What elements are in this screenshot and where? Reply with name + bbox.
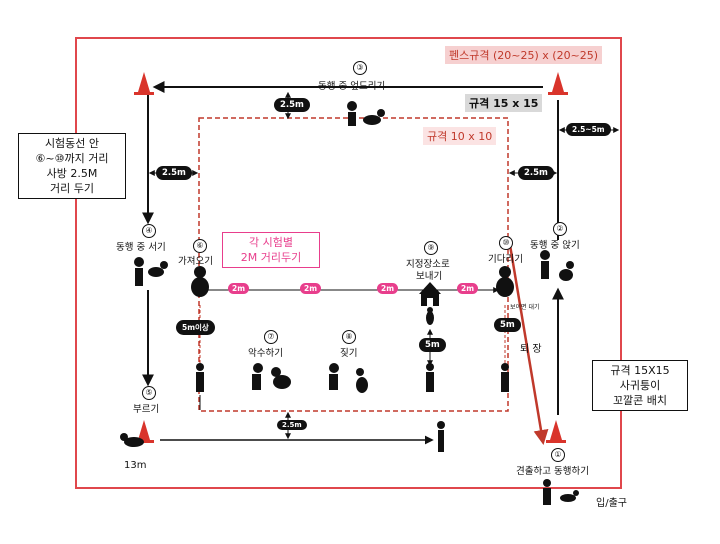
station-8-number: ⑧: [342, 330, 356, 344]
station-2-label: 동행 중 앉기: [530, 240, 580, 251]
handler-dog-icon: [543, 479, 579, 505]
station-3-number: ③: [353, 61, 367, 75]
handler-dog-icon: [329, 363, 368, 393]
distance-badge: 2.5m: [518, 166, 554, 180]
distance-badge: 5m이상: [176, 320, 215, 335]
callout-line: ⑥~⑩까지 거리: [35, 152, 109, 165]
spacing-2m-badge: 2m: [457, 283, 479, 294]
station-9-label: 지정장소로: [406, 259, 450, 270]
callout-line: 규격 15X15: [610, 364, 670, 377]
handler-icon: [196, 363, 204, 392]
station-7-number: ⑦: [264, 330, 278, 344]
station-4-label: 동행 중 서기: [116, 242, 166, 253]
station-7-label: 악수하기: [248, 348, 283, 359]
callout-line: 시험동선 안: [44, 137, 100, 150]
station-10-label: 기다리기: [488, 254, 523, 265]
callout-line: 사귀퉁이: [619, 379, 661, 392]
handler-dog-icon: [347, 101, 385, 126]
station-10-number: ⑩: [499, 236, 513, 250]
size-15-label: 규격 15 x 15: [465, 94, 543, 112]
distance-badge: 2.5~5m: [566, 123, 611, 136]
station-9-label-2: 보내기: [416, 271, 443, 282]
handler-icon: [426, 363, 434, 392]
distance-badge: 2.5m: [156, 166, 192, 180]
callout-line: 각 시험별: [249, 236, 293, 249]
callout-line: 2M 거리두기: [240, 251, 302, 264]
distance-badge: 2.5m: [277, 420, 307, 430]
callout-distance-note: 시험동선 안 ⑥~⑩까지 거리 사방 2.5M 거리 두기: [18, 133, 126, 199]
callout-2m-spacing: 각 시험별 2M 거리두기: [222, 232, 320, 268]
callout-line: 사방 2.5M: [46, 167, 98, 180]
wait-note: 보이면 대기: [510, 304, 540, 311]
dog-icon: [426, 307, 434, 325]
station-6-label: 가져오기: [178, 256, 213, 267]
dog-sitting-icon: [191, 266, 209, 297]
station-3-label: 동행 중 엎드리기: [318, 81, 386, 92]
dog-icon: [120, 433, 144, 447]
distance-badge: 5m: [419, 338, 446, 352]
station-8-label: 짖기: [340, 348, 358, 359]
dog-sitting-icon: [496, 266, 514, 297]
size-10-label: 규격 10 x 10: [423, 127, 497, 145]
distance-badge: 2.5m: [274, 98, 310, 112]
callout-line: 꼬깔콘 배치: [612, 394, 668, 407]
station-2-number: ②: [553, 222, 567, 236]
handler-dog-icon: [134, 257, 168, 286]
handler-icon: [501, 363, 509, 392]
exit-label: 퇴 장: [520, 344, 542, 355]
station-6-number: ⑥: [193, 239, 207, 253]
handler-icon: [437, 421, 445, 452]
cone-icon: [548, 72, 568, 95]
station-1-label: 견출하고 동행하기: [516, 466, 589, 477]
station-5-number: ⑤: [142, 386, 156, 400]
cone-icon: [134, 420, 154, 443]
cone-icon: [134, 72, 154, 95]
handler-dog-icon: [540, 250, 574, 281]
distance-badge: 5m: [494, 318, 521, 332]
cone-icon: [546, 420, 566, 443]
fence-boundary: [75, 37, 622, 489]
station-1-number: ①: [551, 448, 565, 462]
spacing-2m-badge: 2m: [300, 283, 322, 294]
distance-13m-label: 13m: [124, 460, 147, 471]
spacing-2m-badge: 2m: [377, 283, 399, 294]
callout-line: 거리 두기: [50, 182, 94, 195]
fence-size-label: 펜스규격 (20~25) x (20~25): [445, 46, 603, 64]
station-5-label: 부르기: [133, 404, 160, 415]
station-4-number: ④: [142, 224, 156, 238]
entrance-label: 입/출구: [596, 498, 627, 509]
callout-cone-note: 규격 15X15 사귀퉁이 꼬깔콘 배치: [592, 360, 688, 411]
station-9-number: ⑨: [424, 241, 438, 255]
handler-dog-icon: [252, 363, 291, 390]
spacing-2m-badge: 2m: [228, 283, 250, 294]
dog-house-icon: [419, 282, 441, 306]
exit-route: [508, 244, 549, 445]
